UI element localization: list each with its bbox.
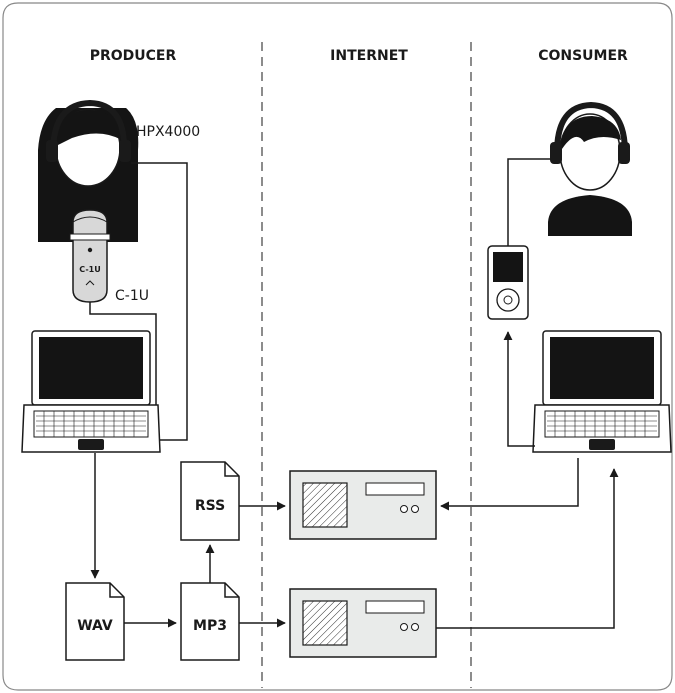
consumer-person-icon [548, 101, 632, 236]
producer-person-icon [38, 99, 139, 242]
consumer-heading: CONSUMER [538, 48, 628, 64]
producer-heading: PRODUCER [90, 48, 177, 64]
internet-heading: INTERNET [330, 48, 408, 64]
microphone-body-text: C-1U [79, 265, 100, 274]
wav-document-label: WAV [77, 618, 113, 634]
microphone-label: C-1U [115, 288, 149, 304]
mp3-document-label: MP3 [193, 618, 227, 634]
arrow-consumer-laptop-to-rss-server [440, 458, 579, 511]
mp3-document-icon [180, 582, 240, 661]
wav-document-icon [65, 582, 125, 661]
mp3-player-icon [487, 245, 529, 320]
producer-laptop-icon [21, 330, 161, 453]
headphones-label: HPX4000 [136, 124, 200, 140]
rss-server-icon [289, 470, 437, 540]
headphone-cable [131, 162, 188, 441]
consumer-headphone-cable [507, 158, 555, 246]
mp3-server-icon [289, 588, 437, 658]
arrow-laptop-to-player [503, 331, 535, 447]
arrow-mp3-server-to-consumer-laptop [436, 468, 619, 629]
microphone-icon: C-1U [69, 209, 111, 310]
rss-document-icon [180, 461, 240, 541]
rss-document-label: RSS [195, 498, 225, 514]
consumer-laptop-icon [532, 330, 672, 453]
